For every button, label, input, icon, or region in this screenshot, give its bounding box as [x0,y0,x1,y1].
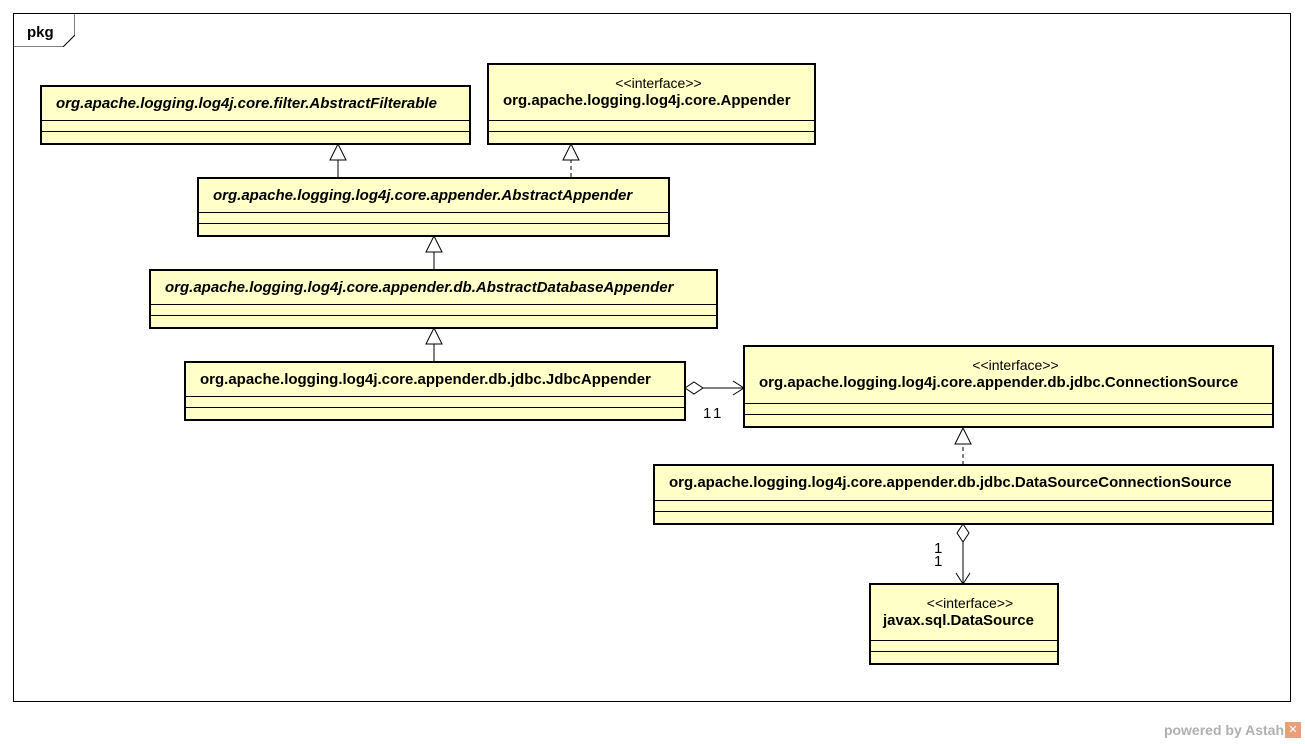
package-frame-tab [13,13,75,47]
generalization-jdbcappender-dbappender [425,326,443,361]
realization-abstractappender-appender [562,142,580,177]
class-name: org.apache.logging.log4j.core.appender.d… [759,374,1239,391]
operations-compartment [745,414,1272,426]
class-jdbc-appender[interactable]: org.apache.logging.log4j.core.appender.d… [184,361,686,421]
multiplicity-label: 1 [934,540,943,557]
footer-text: powered by Astah [1163,722,1284,738]
multiplicity-label: 1 [934,553,943,570]
class-name: org.apache.logging.log4j.core.Appender [503,91,791,109]
operations-compartment [871,651,1057,663]
class-name: javax.sql.DataSource [883,611,1034,629]
stereotype-label: <<interface>> [926,594,1014,611]
astah-watermark: powered by Astah ✕ [1164,722,1301,738]
attributes-compartment [871,640,1057,651]
realization-dsconnectionsource-connectionsource [954,426,972,465]
generalization-abstractappender-filterable [329,142,347,177]
class-abstract-database-appender[interactable]: org.apache.logging.log4j.core.appender.d… [149,269,718,329]
operations-compartment [186,407,684,419]
multiplicity-label: 1 [703,405,712,422]
class-name: org.apache.logging.log4j.core.appender.d… [669,474,1232,491]
stereotype-label: <<interface>> [972,357,1059,373]
operations-compartment [42,131,469,143]
attributes-compartment [151,304,716,315]
attributes-compartment [745,403,1272,414]
stereotype-label: <<interface>> [615,74,702,91]
attributes-compartment [186,396,684,407]
interface-connection-source[interactable]: <<interface>> org.apache.logging.log4j.c… [743,345,1274,428]
attributes-compartment [489,120,814,131]
class-name: org.apache.logging.log4j.core.appender.d… [165,278,674,296]
operations-compartment [655,511,1272,523]
class-name: org.apache.logging.log4j.core.filter.Abs… [56,94,437,112]
attributes-compartment [42,120,469,131]
interface-appender[interactable]: <<interface>> org.apache.logging.log4j.c… [487,63,816,145]
aggregation-jdbcappender-connectionsource [684,380,745,396]
attributes-compartment [655,500,1272,511]
attributes-compartment [199,212,668,223]
generalization-dbappender-abstractappender [425,234,443,269]
multiplicity-label: 1 [713,405,722,422]
operations-compartment [199,223,668,235]
interface-datasource[interactable]: <<interface>> javax.sql.DataSource [869,583,1059,665]
aggregation-dsconnectionsource-datasource [955,523,971,585]
astah-logo-icon: ✕ [1285,722,1301,738]
class-abstract-appender[interactable]: org.apache.logging.log4j.core.appender.A… [197,177,670,237]
class-name: org.apache.logging.log4j.core.appender.d… [200,370,651,388]
operations-compartment [151,315,716,327]
class-abstract-filterable[interactable]: org.apache.logging.log4j.core.filter.Abs… [40,85,471,145]
package-frame [13,13,1291,702]
class-name: org.apache.logging.log4j.core.appender.A… [213,186,633,204]
class-datasource-connection-source[interactable]: org.apache.logging.log4j.core.appender.d… [653,464,1274,525]
operations-compartment [489,131,814,143]
package-label: pkg [27,24,54,41]
